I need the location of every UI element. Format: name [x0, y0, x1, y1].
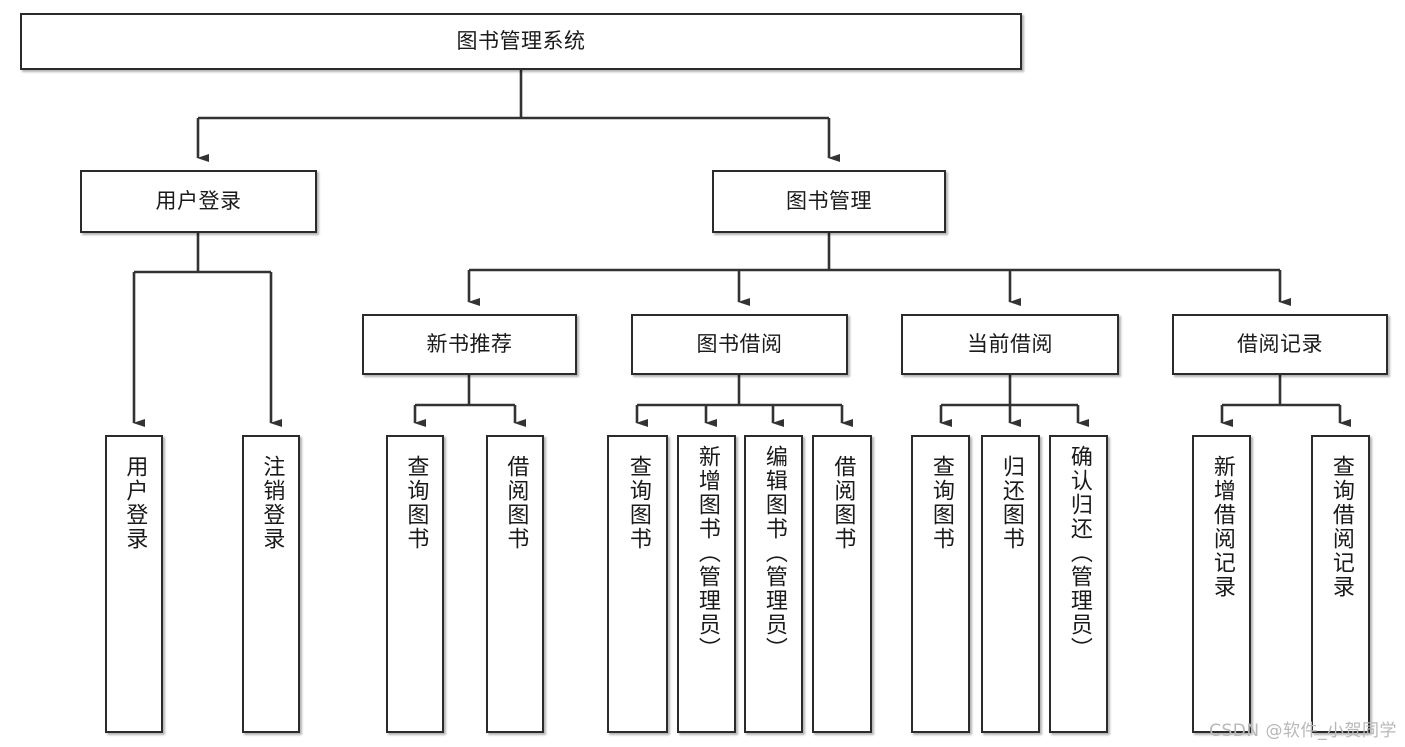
node-leaf-confirm-return[interactable]: 确认归还（管理员）	[1049, 435, 1108, 733]
node-leaf-edit-book-label: 编辑图书（管理员）	[761, 445, 787, 661]
node-leaf-add-record[interactable]: 新增借阅记录	[1192, 435, 1251, 733]
node-leaf-query-record[interactable]: 查询借阅记录	[1311, 435, 1370, 733]
node-leaf-query-book-3[interactable]: 查询图书	[911, 435, 970, 733]
node-leaf-query-book-3-label: 查询图书	[928, 455, 954, 551]
node-leaf-query-record-label: 查询借阅记录	[1328, 455, 1354, 599]
node-new-book-recommend[interactable]: 新书推荐	[362, 314, 577, 375]
node-new-book-recommend-label: 新书推荐	[426, 332, 513, 357]
node-leaf-add-record-label: 新增借阅记录	[1209, 455, 1235, 599]
node-leaf-borrow-book-1-label: 借阅图书	[503, 455, 529, 551]
node-leaf-borrow-book-1[interactable]: 借阅图书	[486, 435, 544, 733]
node-leaf-return-book[interactable]: 归还图书	[981, 435, 1040, 733]
node-root-label: 图书管理系统	[456, 29, 586, 54]
node-leaf-add-book[interactable]: 新增图书（管理员）	[677, 435, 736, 733]
node-current-borrow[interactable]: 当前借阅	[901, 314, 1119, 375]
node-user-login[interactable]: 用户登录	[80, 170, 317, 233]
node-leaf-confirm-return-label: 确认归还（管理员）	[1066, 445, 1092, 661]
node-leaf-add-book-label: 新增图书（管理员）	[694, 445, 720, 661]
node-book-borrow-label: 图书借阅	[696, 332, 783, 357]
node-leaf-query-book-1-label: 查询图书	[403, 455, 429, 551]
node-leaf-user-logout[interactable]: 注销登录	[242, 435, 300, 733]
node-current-borrow-label: 当前借阅	[967, 332, 1053, 357]
node-book-manage[interactable]: 图书管理	[712, 170, 946, 233]
node-leaf-user-login-label: 用户登录	[122, 455, 148, 551]
node-borrow-record-label: 借阅记录	[1237, 332, 1323, 357]
node-book-borrow[interactable]: 图书借阅	[631, 314, 848, 375]
node-leaf-user-login[interactable]: 用户登录	[105, 435, 163, 733]
node-leaf-user-logout-label: 注销登录	[259, 455, 285, 551]
node-leaf-edit-book[interactable]: 编辑图书（管理员）	[744, 435, 803, 733]
node-leaf-query-book-1[interactable]: 查询图书	[386, 435, 444, 733]
watermark: CSDN @软件_小贺同学	[1209, 721, 1397, 741]
node-leaf-query-book-2[interactable]: 查询图书	[607, 435, 668, 733]
node-leaf-query-book-2-label: 查询图书	[625, 455, 651, 551]
node-borrow-record[interactable]: 借阅记录	[1172, 314, 1388, 375]
node-root[interactable]: 图书管理系统	[20, 13, 1022, 70]
node-leaf-borrow-book-2-label: 借阅图书	[830, 455, 856, 551]
node-book-manage-label: 图书管理	[786, 189, 872, 214]
node-leaf-borrow-book-2[interactable]: 借阅图书	[812, 435, 872, 733]
node-leaf-return-book-label: 归还图书	[998, 455, 1024, 551]
node-user-login-label: 用户登录	[155, 189, 242, 214]
